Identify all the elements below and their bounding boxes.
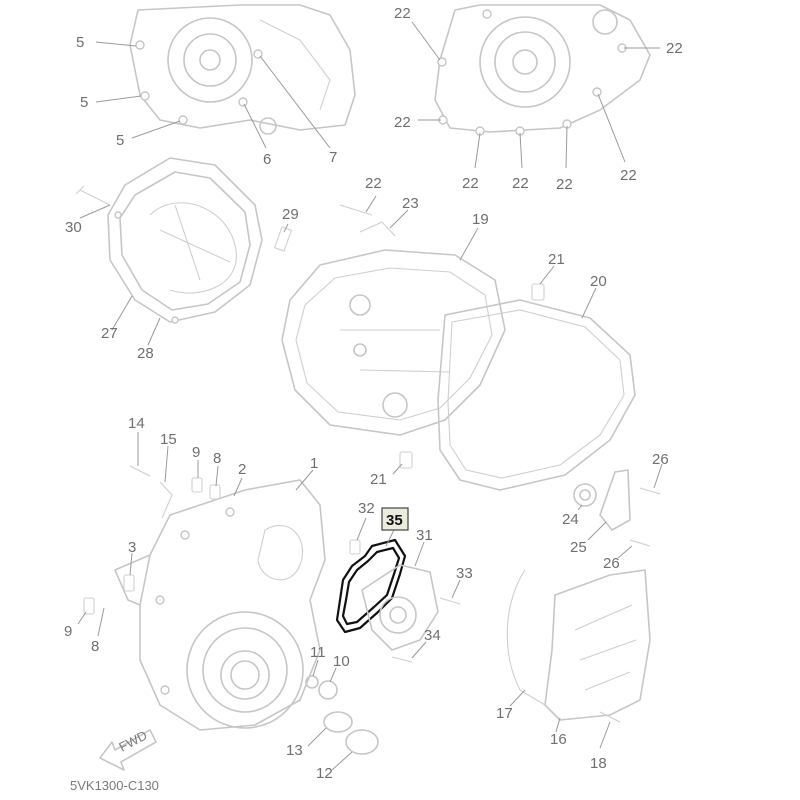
highlighted-gasket xyxy=(335,538,407,634)
callout-26: 26 xyxy=(603,555,620,572)
callout-16: 16 xyxy=(550,731,567,748)
callout-22: 22 xyxy=(666,40,683,57)
fwd-arrow-icon: FWD xyxy=(99,728,157,771)
callout-22: 22 xyxy=(462,175,479,192)
callout-11: 11 xyxy=(310,644,326,661)
callout-32: 32 xyxy=(358,500,375,517)
callout-14: 14 xyxy=(128,415,145,432)
fwd-label: FWD xyxy=(116,728,149,755)
callout-22: 22 xyxy=(620,167,637,184)
callout-27: 27 xyxy=(101,325,118,342)
callout-22: 22 xyxy=(394,5,411,22)
callout-23: 23 xyxy=(402,195,419,212)
callout-12: 12 xyxy=(316,765,333,782)
callout-1: 1 xyxy=(310,455,318,472)
callout-18: 18 xyxy=(590,755,607,772)
water-pump-housing xyxy=(361,564,439,651)
sprocket-cover xyxy=(506,569,651,721)
callout-25: 25 xyxy=(570,539,587,556)
callout-28: 28 xyxy=(137,345,154,362)
callout-21: 21 xyxy=(548,251,565,268)
callout-22: 22 xyxy=(556,176,573,193)
callout-19: 19 xyxy=(472,211,489,228)
callout-31: 31 xyxy=(416,527,433,544)
callout-30: 30 xyxy=(65,219,82,236)
callout-15: 15 xyxy=(160,431,177,448)
callout-22: 22 xyxy=(365,175,382,192)
callout-8: 8 xyxy=(213,450,221,467)
callout-20: 20 xyxy=(590,273,607,290)
callout-10: 10 xyxy=(333,653,350,670)
callout-22: 22 xyxy=(394,114,411,131)
callout-5: 5 xyxy=(116,132,124,149)
callout-35: 35 xyxy=(386,512,403,529)
callout-9: 9 xyxy=(192,444,200,461)
callout-26: 26 xyxy=(652,451,669,468)
callout-13: 13 xyxy=(286,742,303,759)
callout-24: 24 xyxy=(562,511,579,528)
crankcase-center xyxy=(281,249,636,491)
callout-33: 33 xyxy=(456,565,473,582)
callout-7: 7 xyxy=(329,149,337,166)
crankcase-right-half xyxy=(434,4,651,136)
callout-5: 5 xyxy=(76,34,84,51)
callout-34: 34 xyxy=(424,627,441,644)
callout-29: 29 xyxy=(282,206,299,223)
callout-5: 5 xyxy=(80,94,88,111)
generator-cover-left xyxy=(107,157,263,324)
callout-35-highlight: 35 xyxy=(381,507,409,531)
callout-17: 17 xyxy=(496,705,513,722)
crankcase-left-half xyxy=(129,4,356,135)
crankcase-cover-lower xyxy=(114,479,326,731)
callout-22: 22 xyxy=(512,175,529,192)
callout-3: 3 xyxy=(128,539,136,556)
callout-21: 21 xyxy=(370,471,387,488)
callout-8: 8 xyxy=(91,638,99,655)
callout-2: 2 xyxy=(238,461,246,478)
callout-9: 9 xyxy=(64,623,72,640)
callout-6: 6 xyxy=(263,151,271,168)
diagram-code: 5VK1300-C130 xyxy=(70,778,159,793)
